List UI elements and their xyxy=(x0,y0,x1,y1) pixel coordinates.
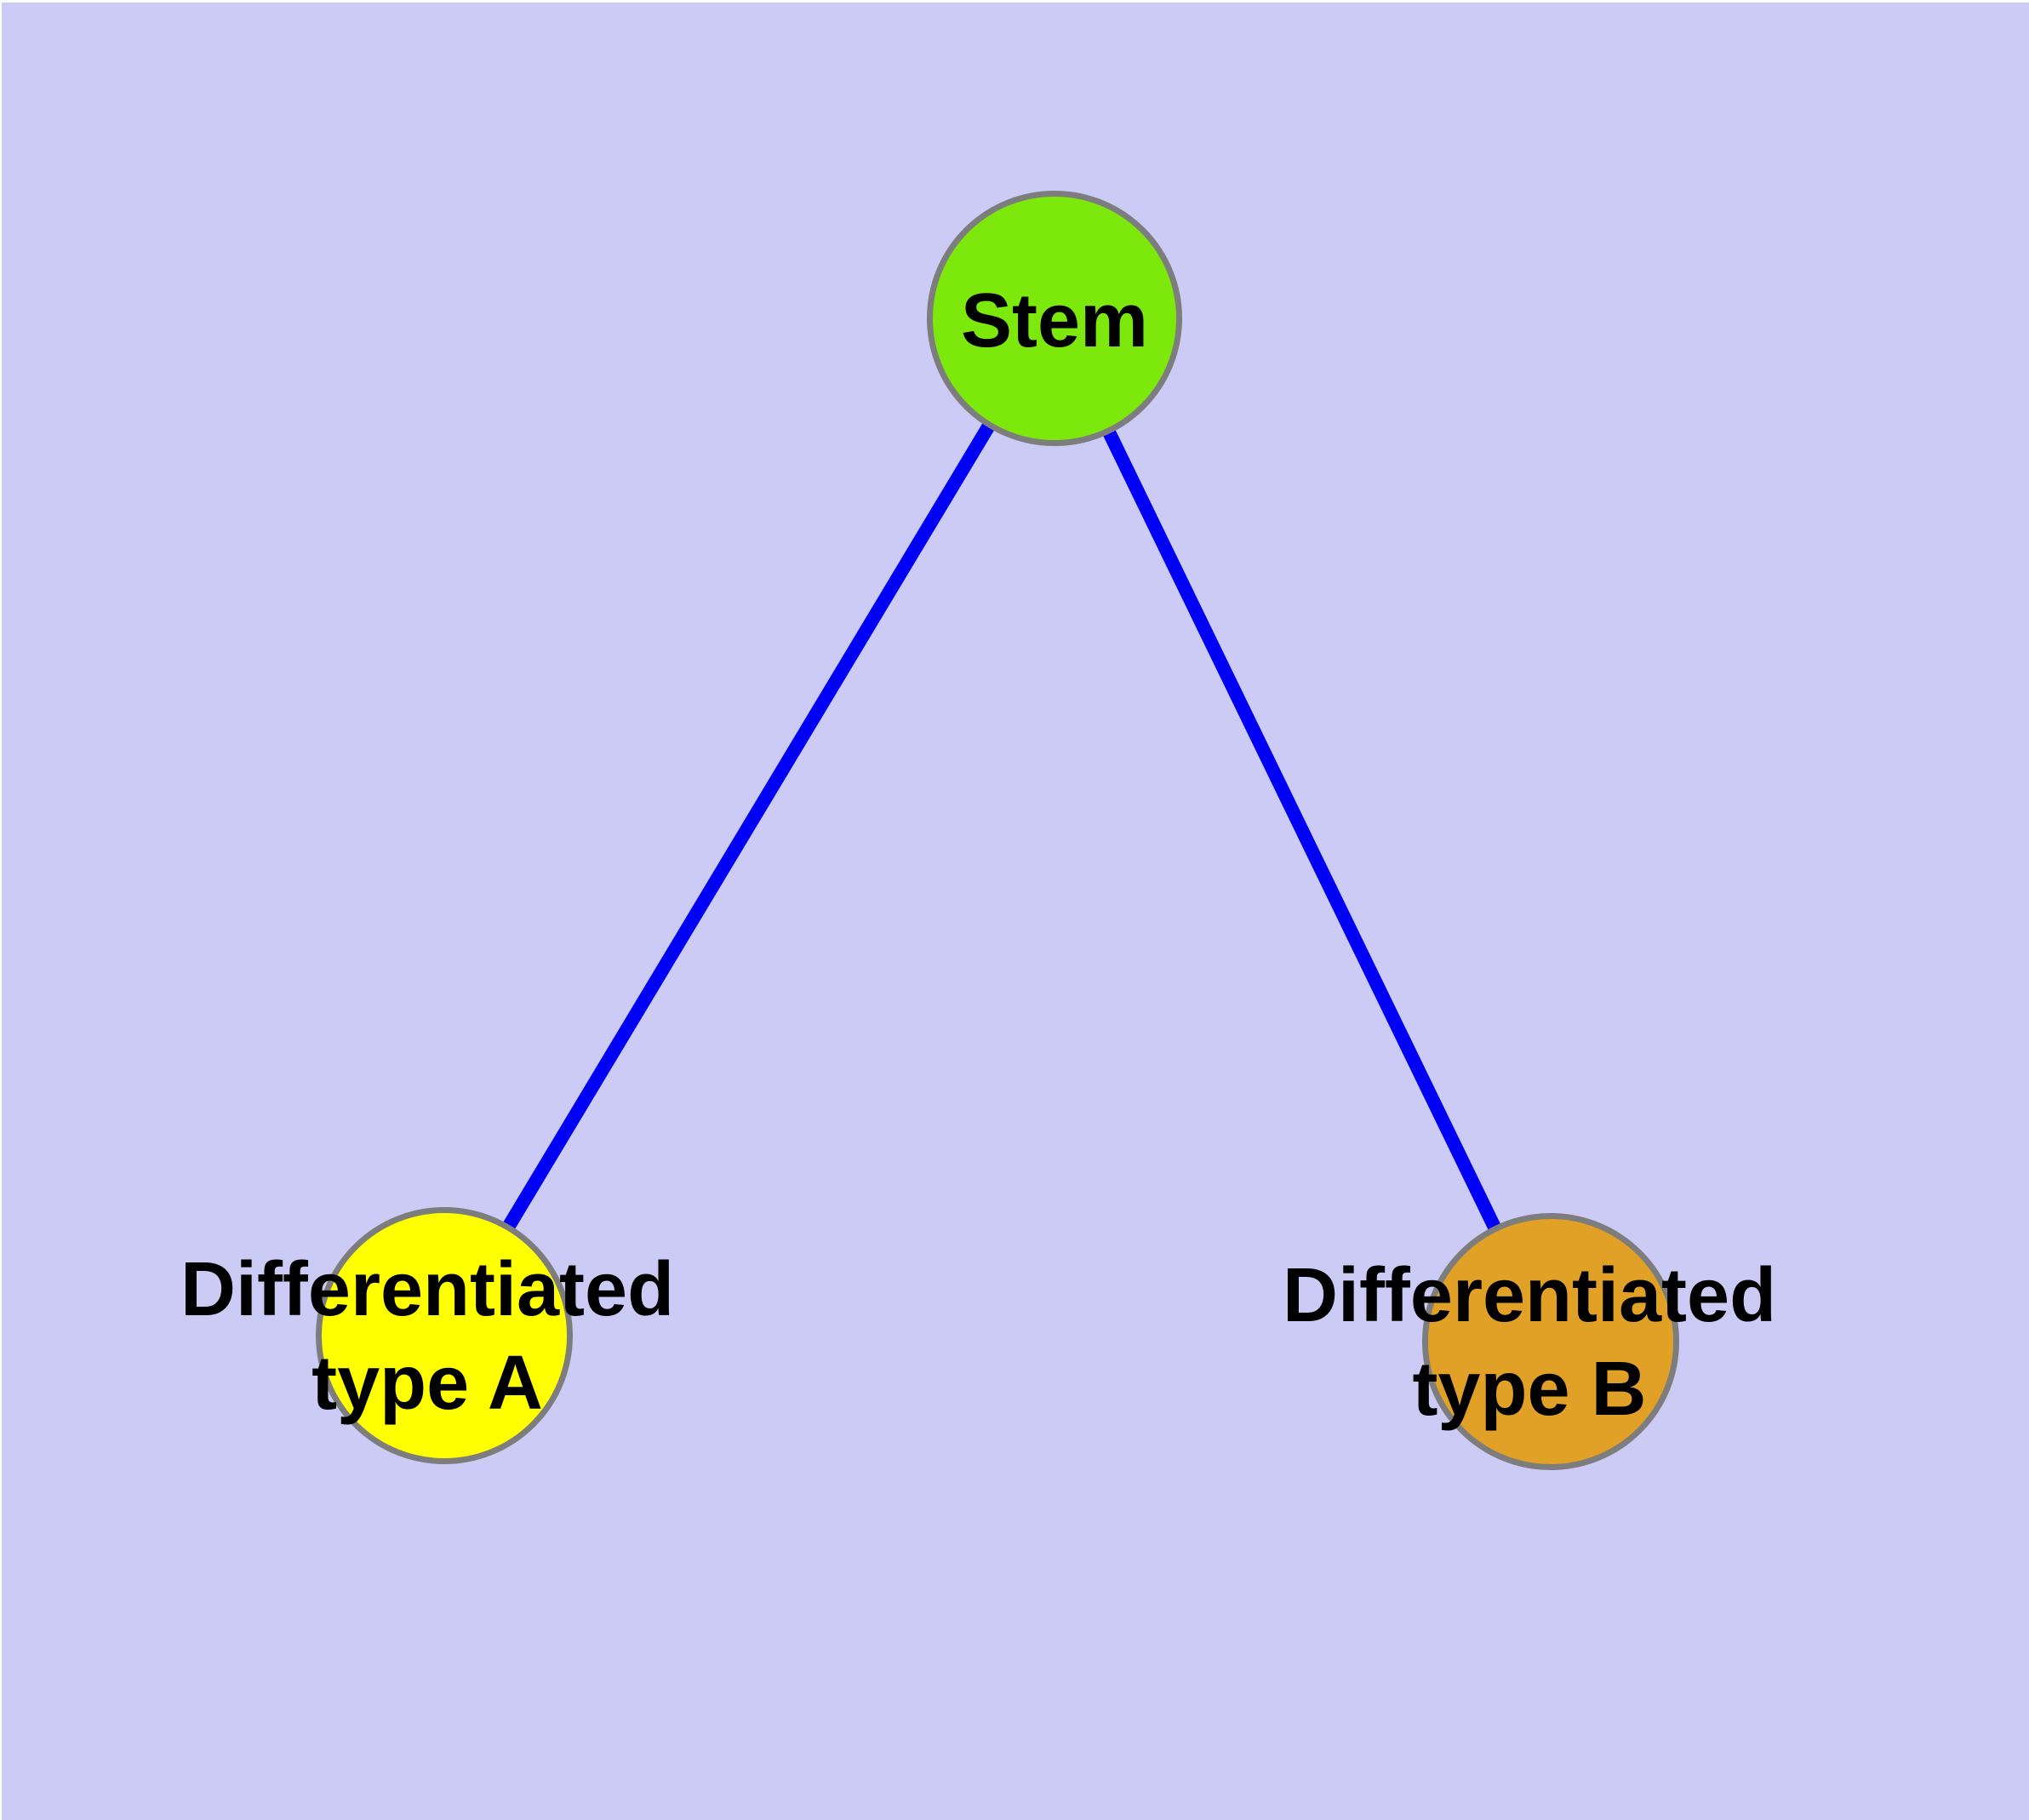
edge-stem-to-differentiated-type-a xyxy=(438,314,1060,1337)
edge-stem-to-differentiated-type-b xyxy=(1047,314,1556,1343)
label-line: Differentiated xyxy=(1282,1253,1777,1338)
label-line: type B xyxy=(1412,1347,1647,1432)
label-line: Differentiated xyxy=(180,1247,675,1332)
label-line: Stem xyxy=(960,278,1149,363)
node-differentiated-type-a-circle xyxy=(316,1207,573,1464)
label-line: type A xyxy=(311,1341,543,1426)
node-label-stem: Stem xyxy=(961,274,1148,368)
node-differentiated-type-b-circle xyxy=(1422,1213,1679,1470)
node-label-differentiated-type-a: Differentiated type A xyxy=(180,1243,674,1430)
edges-layer xyxy=(438,314,1556,1343)
node-stem-circle xyxy=(927,191,1182,446)
node-label-differentiated-type-b: Differentiated type B xyxy=(1283,1249,1776,1436)
